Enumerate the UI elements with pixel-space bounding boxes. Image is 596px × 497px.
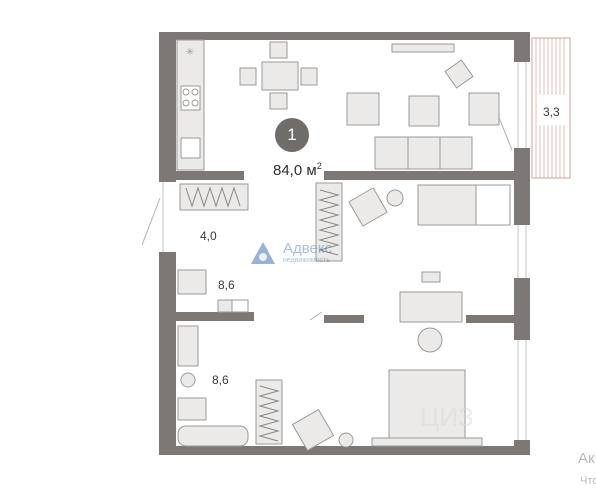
window-jambs [514,148,530,156]
watermark-subline: недвижимость [283,257,330,264]
bathroom1-area: 8,6 [218,278,235,292]
sink-icon [177,325,199,367]
bathroom-1 [177,269,249,313]
fan-icon: ✳ [186,47,194,58]
bed-icon [388,369,466,443]
sofa-icon [374,136,473,170]
desk-icon [399,291,463,323]
house-icon [251,242,275,264]
walls [159,32,530,455]
hall-area: 4,0 [200,229,217,243]
total-area-unit: м [306,162,317,179]
kitchen-counter: ✳ [176,39,205,171]
watermark-brand: Адвекс [283,240,333,257]
corner-text: Ак [578,450,595,467]
balcony-area: 3,3 [543,105,560,119]
dining-table [239,41,318,110]
bathroom2-area: 8,6 [212,373,229,387]
watermark-logo: Адвекс недвижимость [249,240,369,270]
apartment-number-badge: 1 [275,118,309,152]
toilet-icon [177,269,207,295]
bathtub-icon [177,425,249,447]
total-area-value: 84,0 [273,162,303,179]
total-area-unit-power: 2 [316,161,322,171]
balcony [531,37,571,179]
armchair-icon [291,408,335,452]
living-furniture [346,43,500,170]
faint-watermark: ЦИЗ [420,402,474,432]
toilet-icon [177,397,207,421]
total-area: 84,0 м2 [273,161,322,179]
bedroom-furniture [291,271,483,452]
radiator-icon [179,183,249,211]
study-furniture [315,182,511,262]
windows [162,62,527,440]
bathroom-2 [177,325,283,447]
corner-subtext: Что [580,475,596,487]
